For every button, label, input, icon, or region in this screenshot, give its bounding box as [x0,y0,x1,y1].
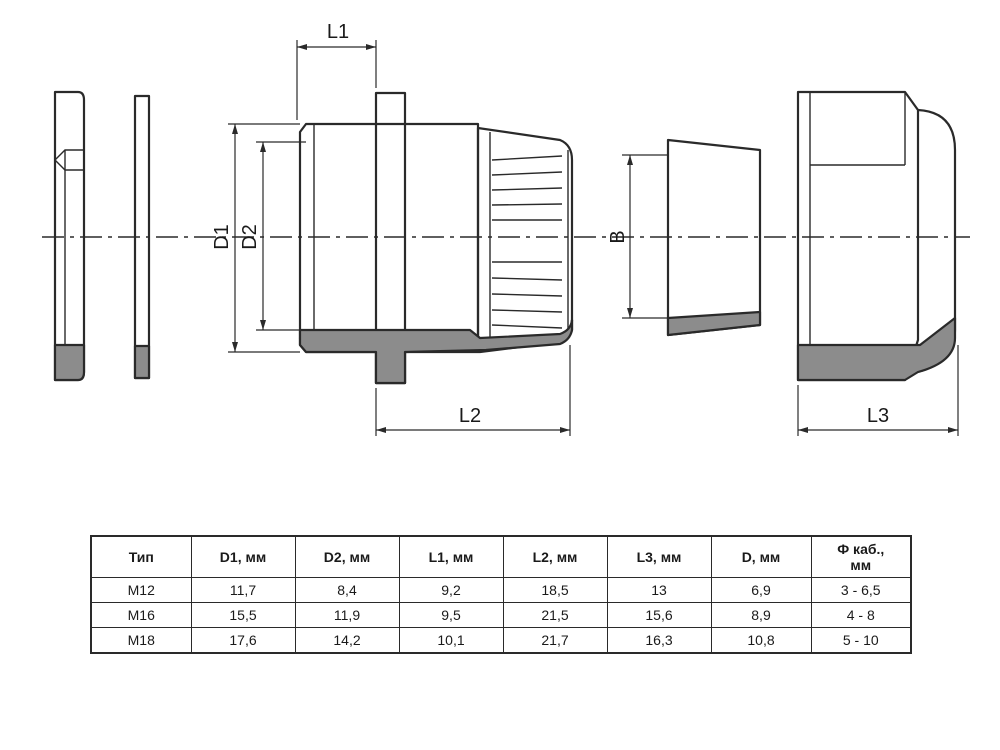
dimension-label-d2: D2 [239,224,261,250]
table-header-cell: D1, мм [190,535,296,578]
table-cell: 21,5 [502,602,608,628]
table-cell: 17,6 [190,627,296,654]
dimension-b: B [607,154,668,319]
table-cell: 15,5 [190,602,296,628]
table-cell: 13 [606,577,712,603]
dimension-label-l1: L1 [327,21,349,43]
table-cell: 10,8 [710,627,812,654]
table-cell: 21,7 [502,627,608,654]
table-header-cell: D2, мм [294,535,400,578]
cap-nut-view [796,90,957,382]
table-cell: 5 - 10 [810,627,912,654]
table-header-cell: L2, мм [502,535,608,578]
table-cell: 16,3 [606,627,712,654]
dimensions-table: Тип D1, мм D2, мм L1, мм L2, мм L3, мм D… [90,535,912,654]
dimension-label-b: B [607,230,629,243]
table-row: M18 17,6 14,2 10,1 21,7 16,3 10,8 5 - 10 [90,627,912,654]
table-cell: 11,9 [294,602,400,628]
table-cell: 8,9 [710,602,812,628]
table-header-row: Тип D1, мм D2, мм L1, мм L2, мм L3, мм D… [90,535,912,578]
table-cell: 18,5 [502,577,608,603]
seal-insert-view [666,138,762,337]
dimension-d2: D2 [239,141,306,331]
table-header-cell: L1, мм [398,535,504,578]
table-header-cell: Тип [90,535,192,578]
table-cell: M18 [90,627,192,654]
dimension-label-l2: L2 [459,405,481,427]
table-row: M16 15,5 11,9 9,5 21,5 15,6 8,9 4 - 8 [90,602,912,628]
gland-body-view [298,91,574,385]
table-cell: 14,2 [294,627,400,654]
dimension-label-d1: D1 [211,224,233,250]
table-cell: 6,9 [710,577,812,603]
table-cell: 10,1 [398,627,504,654]
table-cell: 9,2 [398,577,504,603]
dimension-l2: L2 [375,345,571,436]
table-row: M12 11,7 8,4 9,2 18,5 13 6,9 3 - 6,5 [90,577,912,603]
table-cell: 11,7 [190,577,296,603]
table-cell: 8,4 [294,577,400,603]
table-cell: 15,6 [606,602,712,628]
table-cell: 4 - 8 [810,602,912,628]
table-cell: 3 - 6,5 [810,577,912,603]
dimension-l3: L3 [797,345,959,436]
technical-drawing: L1 L2 L3 D1 [42,21,970,436]
lock-nut-view [53,90,86,382]
dimension-d1: D1 [211,123,300,353]
table-header-cell: L3, мм [606,535,712,578]
table-cell: M12 [90,577,192,603]
table-header-cell: Ф каб., мм [810,535,912,578]
table-cell: 9,5 [398,602,504,628]
dimension-l1: L1 [296,21,377,120]
table-cell: M16 [90,602,192,628]
table-header-cell: D, мм [710,535,812,578]
dimension-label-l3: L3 [867,405,889,427]
